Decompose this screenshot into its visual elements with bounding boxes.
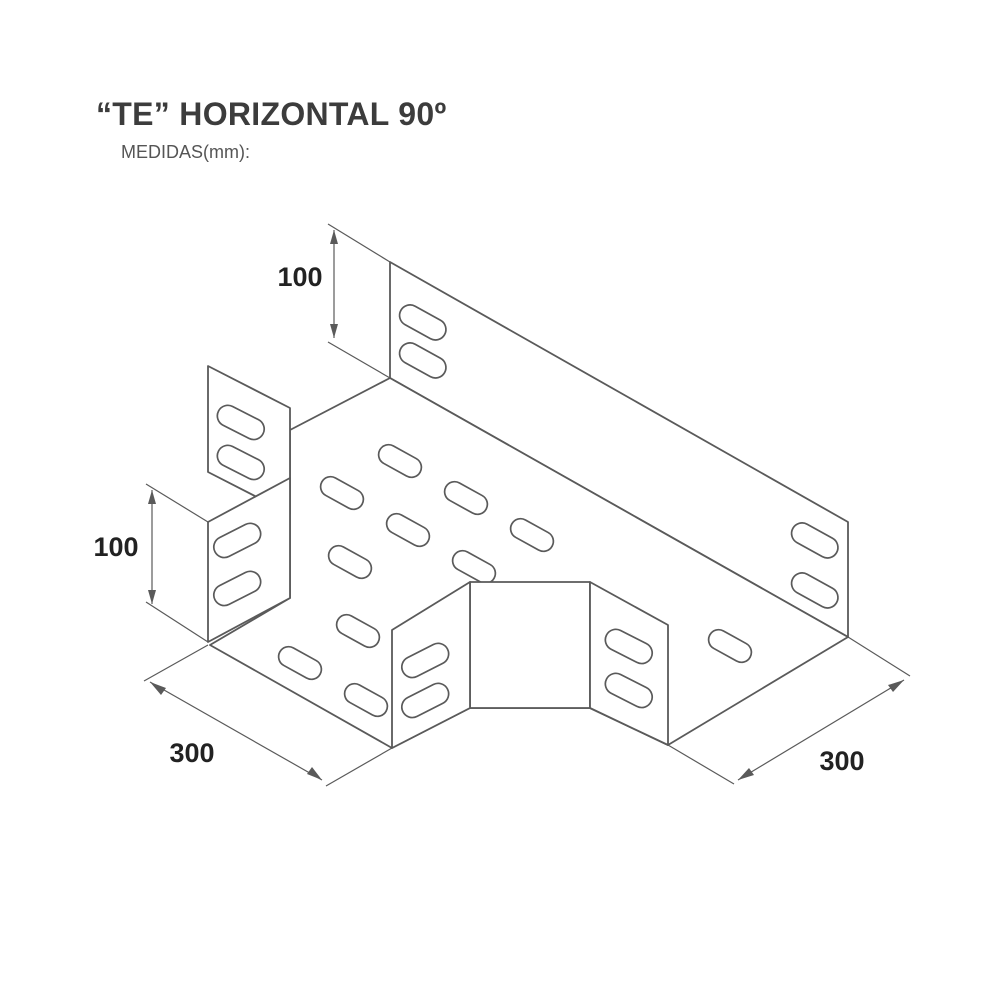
front-right-wall-slots <box>604 628 654 709</box>
floor-slot <box>277 645 323 681</box>
floor-slot <box>443 480 489 516</box>
left-height-label: 100 <box>93 532 138 562</box>
units-caption: MEDIDAS(mm): <box>121 142 250 162</box>
right-width-label: 300 <box>819 746 864 776</box>
right-width-dimension: 300 <box>667 636 911 785</box>
left-back-wall-slots <box>216 404 266 481</box>
left-width-dimension: 300 <box>143 644 393 787</box>
floor-slot <box>319 475 365 511</box>
left-height-dimension: 100 <box>93 483 209 643</box>
floor-slot <box>327 544 373 580</box>
rear-height-dimension: 100 <box>277 223 391 379</box>
floor-slots <box>277 443 753 718</box>
floor-slot <box>509 517 555 553</box>
floor-slot <box>707 628 753 664</box>
front-branch-inner-wall <box>469 581 591 709</box>
floor-slot <box>377 443 423 479</box>
left-front-wall-slots <box>212 522 262 607</box>
rear-height-label: 100 <box>277 262 322 292</box>
front-left-wall-slots <box>400 642 450 719</box>
rear-wall-slots <box>398 304 839 609</box>
floor-slot <box>385 512 431 548</box>
floor-slot <box>451 549 497 585</box>
floor-slot <box>343 682 389 718</box>
left-width-label: 300 <box>169 738 214 768</box>
diagram-title: “TE” HORIZONTAL 90º <box>96 96 447 132</box>
floor-slot <box>335 613 381 649</box>
